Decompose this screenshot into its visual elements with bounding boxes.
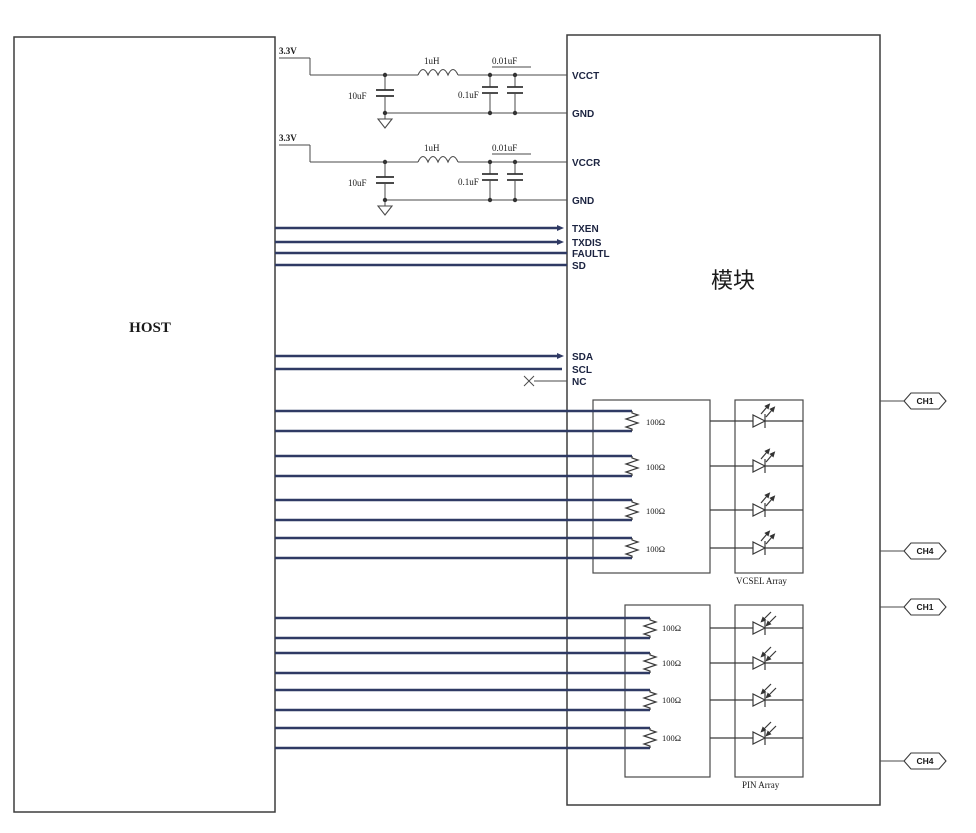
module-label: 模块 [711,268,755,293]
channel-label: CH4 [916,546,933,556]
rx-section: 100Ω 100Ω 100Ω 100Ω PIN Array [275,604,804,790]
supply-label: 3.3V [279,133,297,143]
resistor-value: 100Ω [662,733,681,743]
resistor-symbol [624,500,640,520]
inductor-label: 1uH [424,56,440,66]
resistor-symbol [624,538,640,558]
no-connect-mark [523,375,567,387]
pin-photodiodes [710,611,803,745]
small-cap-label: 0.01uF [492,143,517,153]
pin-diode-2 [710,646,803,670]
pin-diode-1 [710,611,803,635]
resistor-symbol [642,690,658,710]
channel-label: CH4 [916,756,933,766]
pin-label-scl: SCL [572,365,592,376]
inductor-symbol [417,68,459,77]
control-signals: TXEN TXDIS FAULTL SD [275,224,610,272]
tx-termination-resistors [624,411,640,558]
pin-label-gnd-1: GND [572,109,594,120]
tx-section: 100Ω 100Ω 100Ω 100Ω VCSEL Array [275,399,804,586]
pin-diode-3 [710,683,803,707]
pin-label-txen: TXEN [572,224,599,235]
resistor-value: 100Ω [646,462,665,472]
resistor-value: 100Ω [662,623,681,633]
resistor-value: 100Ω [662,658,681,668]
bulk-cap-label: 10uF [348,178,367,188]
pin-label-gnd-2: GND [572,196,594,207]
resistor-symbol [624,456,640,476]
pin-label-txdis: TXDIS [572,238,602,249]
tx-diff-lanes [275,409,632,560]
bulk-capacitor: 10uF [348,162,394,200]
vcsel-diode-4 [710,530,803,555]
host-box [13,36,276,813]
vcsel-diode-1 [710,403,803,428]
inductor-symbol [417,155,459,164]
rx-termination-resistors [642,618,658,748]
pin-array-box [734,604,804,778]
channel-tags: CH1 CH4 CH1 CH4 [880,392,947,770]
pin-diode-4 [710,721,803,745]
small-capacitor: 0.01uF [492,143,531,200]
pin-label-sd: SD [572,261,586,272]
rx-diff-lanes [275,616,650,750]
pin-label-vcct: VCCT [572,71,599,82]
channel-label: CH1 [916,396,933,406]
pin-label-sda: SDA [572,352,593,363]
host-label: HOST [129,320,171,336]
small-cap-label: 0.01uF [492,56,517,66]
power-filter-vccr: 3.3V 1uH 10uF 0.1uF 0.01uF [279,133,601,216]
bulk-capacitor: 10uF [348,75,394,113]
resistor-symbol [624,411,640,431]
supply-label: 3.3V [279,46,297,56]
tag-rx-ch1: CH1 [880,598,947,616]
tag-tx-ch4: CH4 [880,542,947,560]
mid-cap-label: 0.1uF [458,177,479,187]
mid-capacitor: 0.1uF [458,75,498,113]
inductor-label: 1uH [424,143,440,153]
vcsel-array-label: VCSEL Array [736,576,787,586]
power-filter-vcct: 3.3V 1uH 10uF 0.1uF 0.01uF [279,46,599,129]
tag-rx-ch4: CH4 [880,752,947,770]
vcsel-diode-3 [710,492,803,517]
resistor-symbol [642,728,658,748]
vcsel-diode-2 [710,448,803,473]
i2c-signals: SDA SCL NC [275,352,593,388]
channel-label: CH1 [916,602,933,612]
resistor-symbol [642,653,658,673]
pin-label-faultl: FAULTL [572,249,610,260]
resistor-value: 100Ω [662,695,681,705]
resistor-symbol [642,618,658,638]
pin-label-nc: NC [572,377,586,388]
host-block: HOST [13,36,276,813]
pin-label-vccr: VCCR [572,158,601,169]
pin-array-label: PIN Array [742,780,780,790]
resistor-value: 100Ω [646,417,665,427]
tag-tx-ch1: CH1 [880,392,947,410]
vcsel-array-box [734,399,804,574]
bulk-cap-label: 10uF [348,91,367,101]
resistor-value: 100Ω [646,506,665,516]
tx-termination-box [592,399,711,574]
mid-cap-label: 0.1uF [458,90,479,100]
vcsel-diodes [710,403,803,555]
resistor-value: 100Ω [646,544,665,554]
